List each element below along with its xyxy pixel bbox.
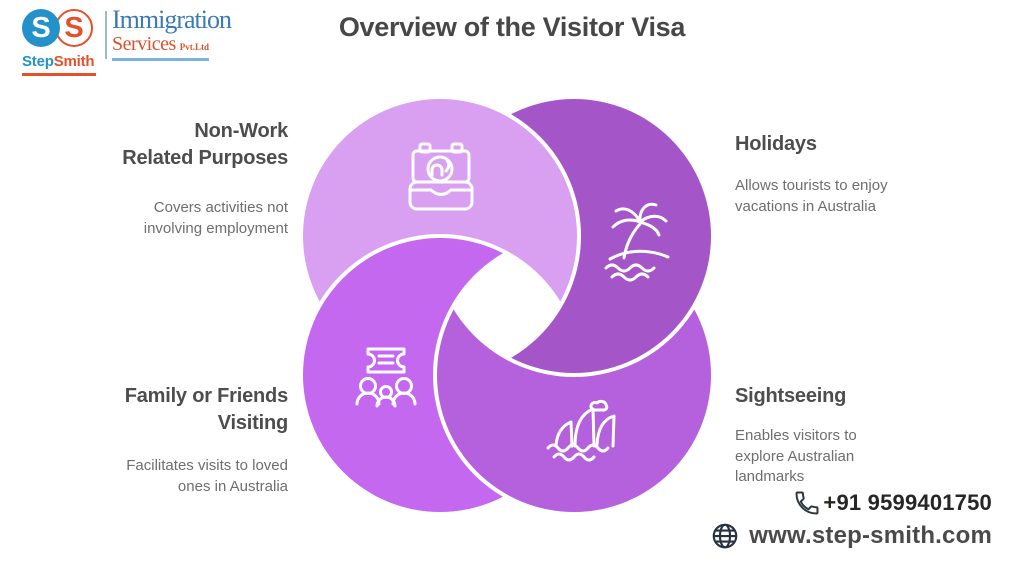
logo-line1: Immigration [112,5,232,34]
phone-row: +91 9599401750 [793,489,992,517]
logo-s2: S [64,11,84,44]
section-sightseeing: Sightseeing Enables visitors to explore … [735,383,940,488]
section-holidays-title: Holidays [735,133,817,155]
website-url: www.step-smith.com [749,522,992,549]
section-holidays-desc: Allows tourists to enjoy vacations in Au… [735,177,888,215]
section-family-title: Family or Friends Visiting [124,385,289,434]
logo-s1-disc: S [22,9,60,47]
suitcase-globe-icon [408,142,474,211]
logo-s1: S [31,11,51,44]
palm-tree-icon [604,202,670,282]
logo-suffix: Pvt.Ltd [179,41,210,52]
logo-ss-marks: S S [22,8,100,50]
website-row: www.step-smith.com [710,521,992,551]
section-non-work-desc: Covers activities not involving employme… [143,199,288,237]
contact-block: +91 9599401750 www.step-smith.com [710,489,992,551]
logo-blue-underline [112,57,209,61]
logo-name: StepSmith [22,53,100,70]
globe-icon [712,523,738,549]
section-non-work-title: Non-Work Related Purposes [122,120,288,169]
section-sightseeing-desc: Enables visitors to explore Australian l… [735,427,857,486]
phone-icon [795,491,819,515]
logo: S S StepSmith Immigration Services Pvt.L… [22,5,232,76]
logo-name-smith: Smith [53,53,95,70]
section-holidays: Holidays Allows tourists to enjoy vacati… [735,131,970,217]
logo-wordmark: Immigration Services Pvt.Ltd [112,5,232,61]
logo-s2-disc: S [55,9,93,47]
phone-number: +91 9599401750 [823,490,992,515]
section-sightseeing-title: Sightseeing [735,385,847,407]
logo-orange-underline [22,73,96,76]
ticket-people-icon [355,347,417,408]
page-title: Overview of the Visitor Visa [338,12,686,42]
section-family-desc: Facilitates visits to loved ones in Aust… [126,457,288,495]
logo-line2: Services [112,32,176,55]
logo-monogram: S S StepSmith [22,8,100,76]
logo-name-step: Step [22,53,54,70]
section-family: Family or Friends Visiting Facilitates v… [60,383,289,497]
opera-house-icon [546,399,616,462]
logo-divider [105,11,107,59]
circle-family [303,238,577,512]
section-non-work: Non-Work Related Purposes Covers activit… [60,118,288,239]
